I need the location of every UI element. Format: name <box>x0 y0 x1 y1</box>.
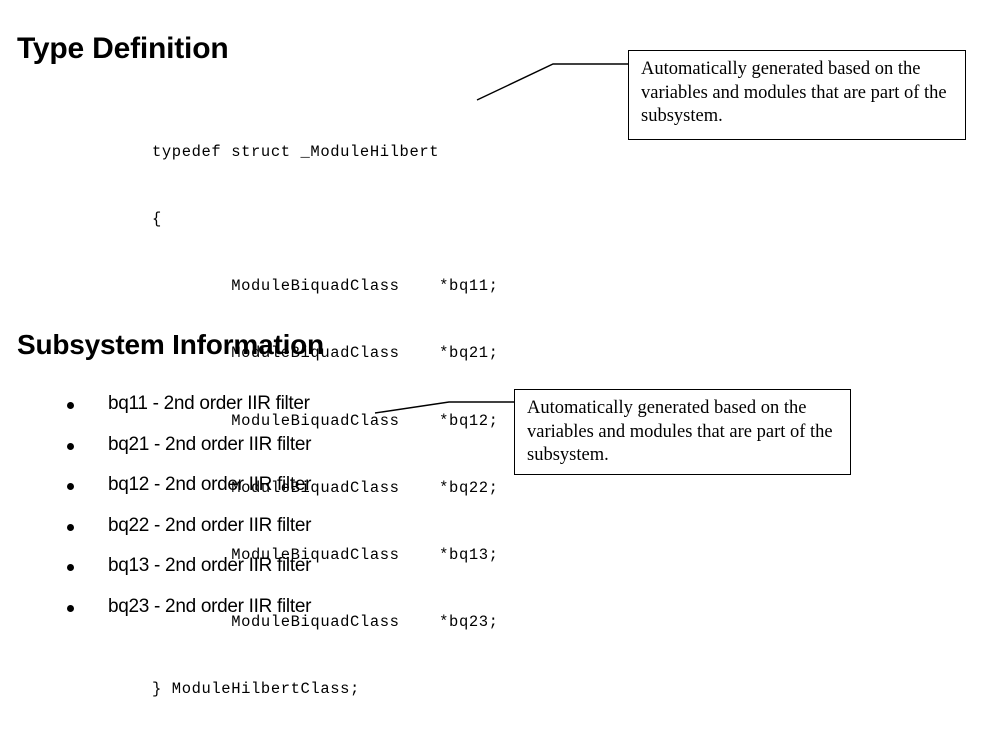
list-item-label: bq11 - 2nd order IIR filter <box>108 393 310 414</box>
list-item: bq22 - 2nd order IIR filter <box>60 514 480 555</box>
bullet-point-icon <box>67 402 74 409</box>
bullet-point-icon <box>67 523 74 531</box>
callout-box-type-definition: Automatically generated based on the var… <box>628 50 966 140</box>
bullet-point-icon <box>67 564 74 571</box>
list-item: bq12 - 2nd order IIR filter <box>60 473 480 514</box>
list-item-label: bq23 - 2nd order IIR filter <box>108 595 312 617</box>
slide-canvas: Type Definition typedef struct _ModuleHi… <box>17 32 966 699</box>
list-item: bq11 - 2nd order IIR filter <box>60 392 480 433</box>
callout-box-subsystem-information: Automatically generated based on the var… <box>514 389 851 475</box>
code-line: } ModuleHilbertClass; <box>152 680 360 699</box>
bullet-point-icon <box>67 604 74 612</box>
page-title-type-definition: Type Definition <box>17 32 229 65</box>
code-line: ModuleBiquadClass *bq13; <box>152 546 499 565</box>
list-item-label: bq22 - 2nd order IIR filter <box>108 514 312 536</box>
list-item-label: bq12 - 2nd order IIR filter <box>108 474 312 495</box>
code-line: typedef struct _ModuleHilbert <box>152 142 440 161</box>
code-line: ModuleBiquadClass *bq21; <box>152 344 499 363</box>
code-line: ModuleBiquadClass *bq12; <box>152 411 499 430</box>
leader-line-type-definition <box>476 63 628 101</box>
subsystem-bullet-list: bq11 - 2nd order IIR filter bq21 - 2nd o… <box>60 392 480 635</box>
callout-text: Automatically generated based on the var… <box>641 59 947 126</box>
list-item-label: bq21 - 2nd order IIR filter <box>108 433 312 455</box>
list-item-label: bq13 - 2nd order IIR filter <box>108 555 312 576</box>
code-line: ModuleBiquadClass *bq11; <box>152 277 499 296</box>
code-line: ModuleBiquadClass *bq22; <box>152 478 499 497</box>
bullet-point-icon <box>67 483 74 490</box>
code-line: { <box>152 210 162 229</box>
list-item: bq13 - 2nd order IIR filter <box>60 554 480 595</box>
code-line: ModuleBiquadClass *bq23; <box>152 613 499 632</box>
list-item: bq21 - 2nd order IIR filter <box>60 433 480 474</box>
page-title-subsystem-information: Subsystem Information <box>17 329 324 360</box>
callout-text: Automatically generated based on the var… <box>527 398 833 465</box>
bullet-point-icon <box>67 442 74 450</box>
list-item: bq23 - 2nd order IIR filter <box>60 595 480 636</box>
